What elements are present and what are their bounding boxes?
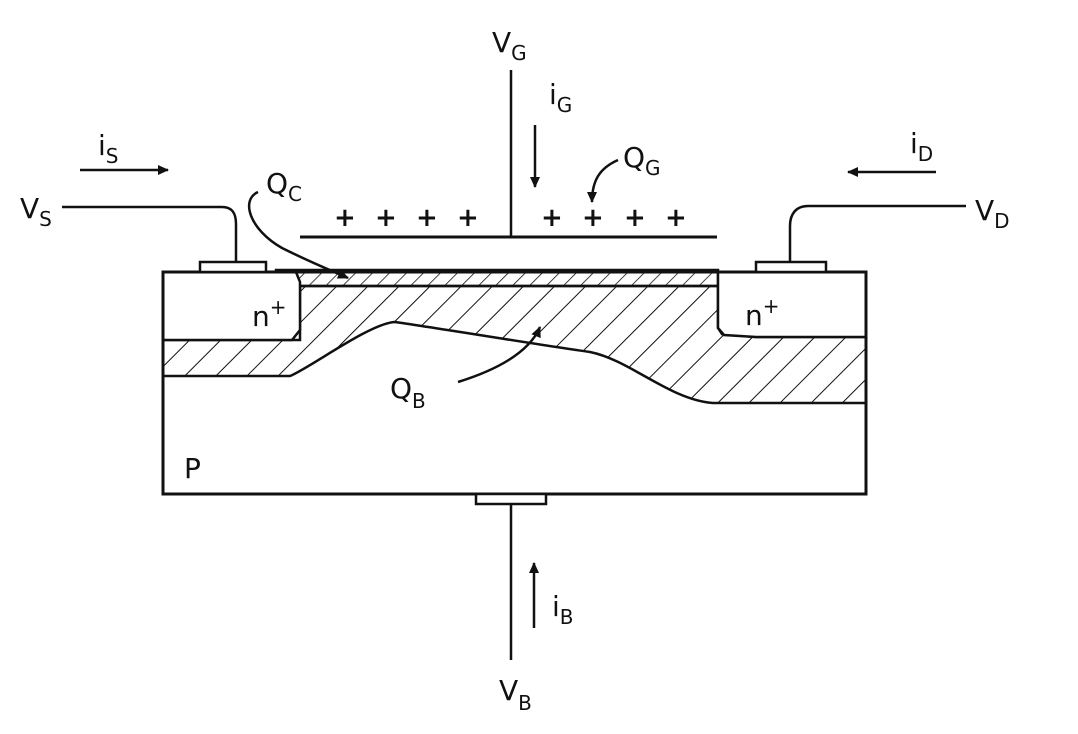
gate-charge: +	[665, 203, 687, 233]
qc-label: QC	[266, 167, 302, 206]
drain-region-label: n+	[745, 294, 780, 332]
qb-label: QB	[390, 372, 426, 413]
gate-charge: +	[624, 203, 646, 233]
drain-contact	[754, 260, 828, 274]
gate-charge: +	[541, 203, 563, 233]
qb-pointer	[457, 326, 542, 384]
qg-label: QG	[623, 141, 661, 180]
substrate-label: P	[184, 452, 201, 485]
vd-label: VD	[975, 194, 1010, 233]
vs-label: VS	[20, 192, 52, 231]
is-label: iS	[98, 129, 118, 168]
id-label: iD	[910, 127, 933, 166]
qg-pointer	[587, 158, 619, 203]
vb-label: VB	[499, 674, 532, 715]
source-contact	[198, 260, 268, 274]
gate-charge: +	[334, 203, 356, 233]
qc-pointer	[247, 190, 349, 280]
ib-label: iB	[552, 590, 574, 629]
drain-region	[716, 270, 866, 339]
bulk-contact	[474, 492, 548, 506]
gate-charge: +	[375, 203, 397, 233]
gate-charges: + + + + + + + +	[334, 203, 687, 233]
source-region-label: n+	[252, 295, 287, 333]
gate-charge: +	[457, 203, 479, 233]
drain-wire	[788, 204, 966, 262]
depletion-region	[161, 284, 868, 405]
source-wire	[62, 205, 238, 262]
vg-label: VG	[492, 26, 527, 65]
ig-label: iG	[549, 78, 572, 117]
gate-charge: +	[582, 203, 604, 233]
gate-charge: +	[416, 203, 438, 233]
